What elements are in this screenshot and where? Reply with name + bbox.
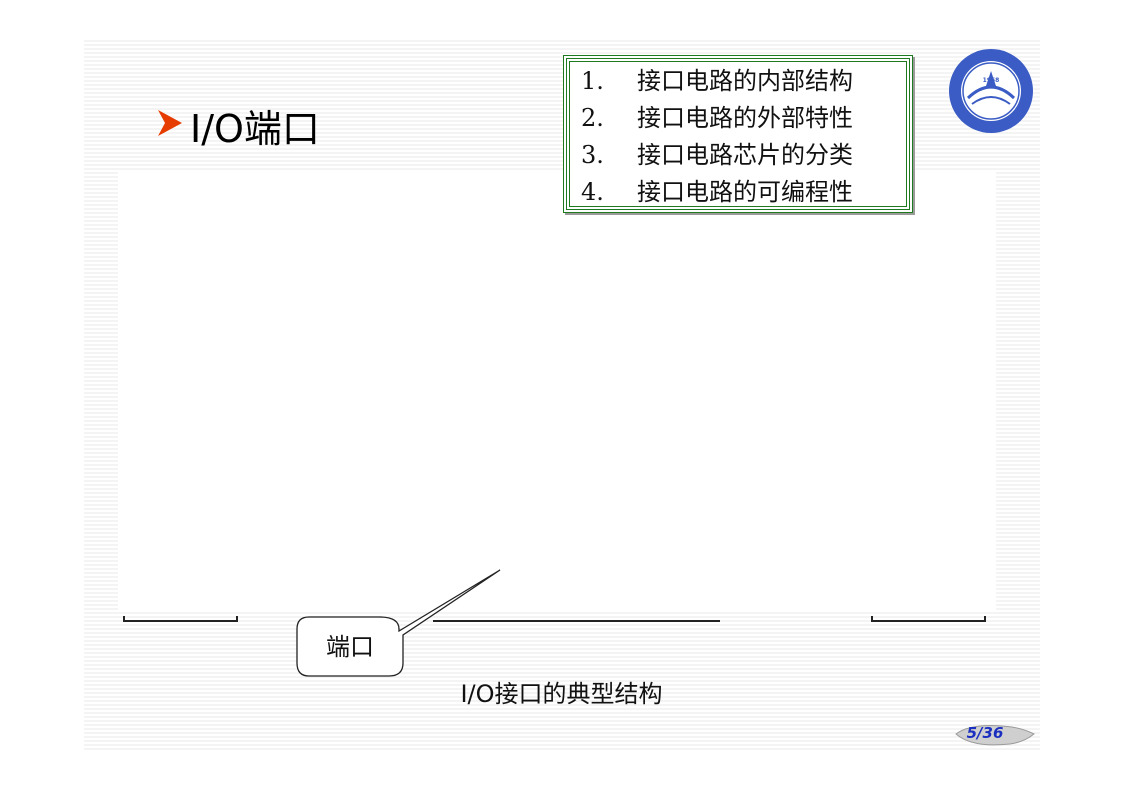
slide-title: I/O端口 bbox=[156, 100, 320, 151]
bus-line-right bbox=[871, 616, 986, 622]
callout-shape bbox=[296, 569, 501, 677]
topic-item: 3.接口电路芯片的分类 bbox=[581, 141, 853, 169]
arrow-bullet-icon bbox=[156, 103, 184, 147]
diagram-area bbox=[118, 172, 996, 612]
callout-label-port: 端口 bbox=[326, 632, 374, 661]
svg-text:1958: 1958 bbox=[983, 77, 1000, 84]
page-number: 5/36 bbox=[966, 724, 1004, 742]
university-emblem-icon: 1958 bbox=[946, 46, 1036, 136]
bus-line-left bbox=[123, 616, 238, 622]
topic-item: 2.接口电路的外部特性 bbox=[581, 104, 853, 132]
page-number-badge bbox=[955, 725, 1035, 746]
topic-list-box: 1.接口电路的内部结构 2.接口电路的外部特性 3.接口电路芯片的分类 4.接口… bbox=[563, 55, 913, 213]
topic-item: 4.接口电路的可编程性 bbox=[581, 178, 853, 206]
topic-item: 1.接口电路的内部结构 bbox=[581, 67, 853, 95]
slide-title-text: I/O端口 bbox=[190, 106, 320, 151]
figure-caption: I/O接口的典型结构 bbox=[460, 680, 663, 708]
bus-line-center bbox=[433, 620, 720, 622]
